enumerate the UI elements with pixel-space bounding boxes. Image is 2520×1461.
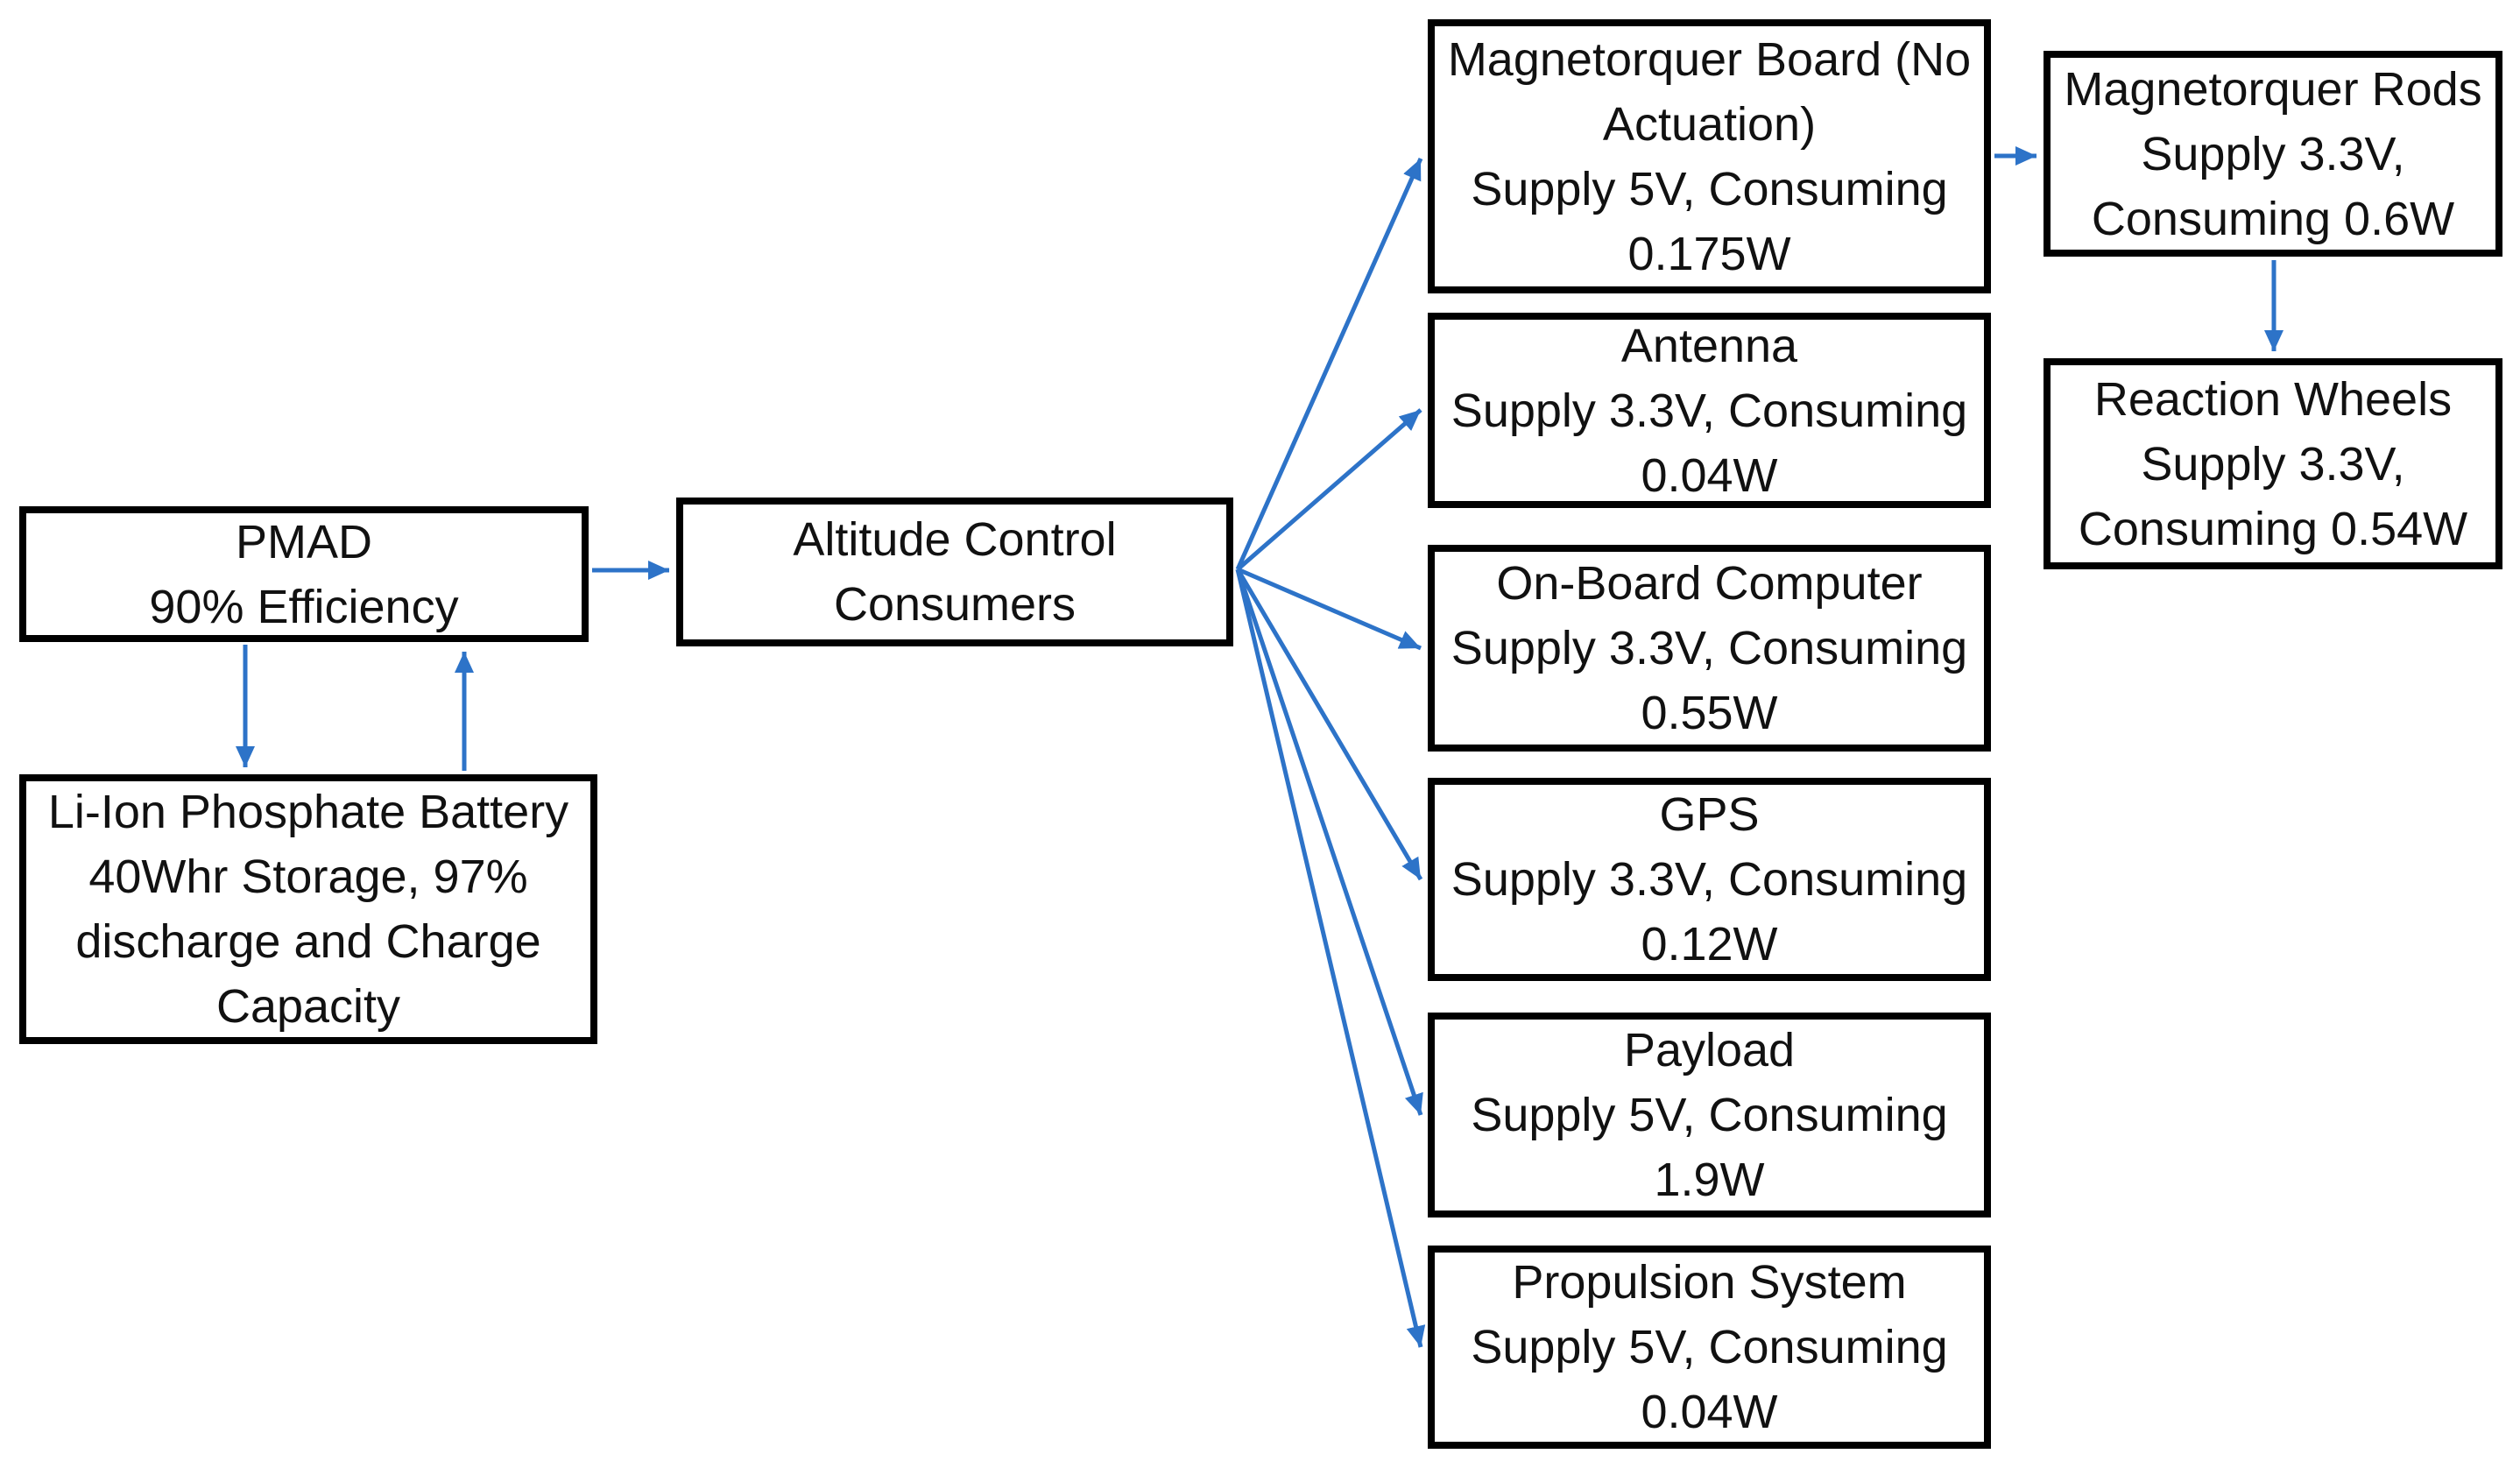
- node-text-line: 40Whr Storage, 97%: [88, 850, 528, 903]
- node-text-line: Reaction Wheels: [2093, 372, 2453, 426]
- node-text-line: Supply 3.3V, Consuming: [1451, 622, 1968, 674]
- node-text-line: Supply 5V, Consuming: [1471, 1321, 1948, 1373]
- node-antenna: Antenna Supply 3.3V, Consuming 0.04W: [1428, 313, 1991, 508]
- node-text-line: Consuming 0.54W: [2078, 502, 2468, 555]
- node-text-line: Li-Ion Phosphate Battery: [47, 786, 569, 838]
- node-text-line: 0.55W: [1641, 687, 1778, 739]
- node-text-line: Supply 3.3V, Consuming: [1451, 384, 1968, 437]
- arrow-altitude-to-magnetorquer-board: [1235, 157, 1423, 571]
- node-text-line: Antenna: [1620, 319, 1798, 372]
- arrow-altitude-to-antenna: [1236, 408, 1422, 571]
- arrow-altitude-to-payload: [1235, 568, 1423, 1116]
- node-text-line: 0.175W: [1627, 227, 1791, 280]
- node-text-line: Propulsion System: [1512, 1256, 1907, 1309]
- node-text-line: discharge and Charge: [75, 915, 541, 968]
- node-text-line: Altitude Control: [793, 513, 1117, 566]
- node-altitude-control: Altitude Control Consumers: [676, 498, 1233, 646]
- node-text-line: Supply 3.3V,: [2141, 127, 2405, 180]
- node-reaction-wheels: Reaction Wheels Supply 3.3V, Consuming 0…: [2044, 358, 2502, 569]
- node-propulsion-system: Propulsion System Supply 5V, Consuming 0…: [1428, 1246, 1991, 1449]
- node-magnetorquer-rods: Magnetorquer Rods Supply 3.3V, Consuming…: [2044, 51, 2502, 257]
- node-gps: GPS Supply 3.3V, Consuming 0.12W: [1428, 778, 1991, 981]
- arrow-altitude-to-propulsion-system: [1235, 568, 1426, 1348]
- node-text-line: Capacity: [215, 980, 401, 1033]
- node-onboard-computer: On-Board Computer Supply 3.3V, Consuming…: [1428, 545, 1991, 752]
- node-text-line: 0.12W: [1641, 918, 1778, 970]
- node-text-line: Magnetorquer Rods: [2064, 62, 2482, 116]
- node-text-line: Consuming 0.6W: [2091, 192, 2455, 245]
- node-pmad: PMAD 90% Efficiency: [19, 506, 589, 642]
- arrow-altitude-to-gps: [1235, 568, 1423, 881]
- node-payload: Payload Supply 5V, Consuming 1.9W: [1428, 1013, 1991, 1218]
- node-text-line: 0.04W: [1641, 448, 1778, 502]
- node-text-line: On-Board Computer: [1496, 557, 1923, 610]
- node-text-line: Payload: [1623, 1024, 1796, 1076]
- node-text-line: 1.9W: [1654, 1154, 1765, 1206]
- node-text-line: PMAD: [235, 515, 372, 568]
- node-text-line: Actuation): [1602, 97, 1817, 151]
- node-text-line: GPS: [1659, 788, 1760, 841]
- node-magnetorquer-board: Magnetorquer Board (No Actuation) Supply…: [1428, 19, 1991, 293]
- node-text-line: Supply 5V, Consuming: [1471, 162, 1948, 215]
- node-battery: Li-Ion Phosphate Battery 40Whr Storage, …: [19, 774, 597, 1044]
- node-text-line: Supply 5V, Consuming: [1471, 1089, 1948, 1141]
- arrow-altitude-to-onboard-computer: [1237, 567, 1422, 651]
- node-text-line: Supply 3.3V, Consuming: [1451, 853, 1968, 906]
- node-text-line: Magnetorquer Board (No: [1447, 32, 1972, 86]
- node-text-line: Supply 3.3V,: [2141, 437, 2405, 491]
- node-text-line: 90% Efficiency: [149, 580, 459, 633]
- node-text-line: Consumers: [833, 578, 1076, 631]
- node-text-line: 0.04W: [1641, 1386, 1778, 1438]
